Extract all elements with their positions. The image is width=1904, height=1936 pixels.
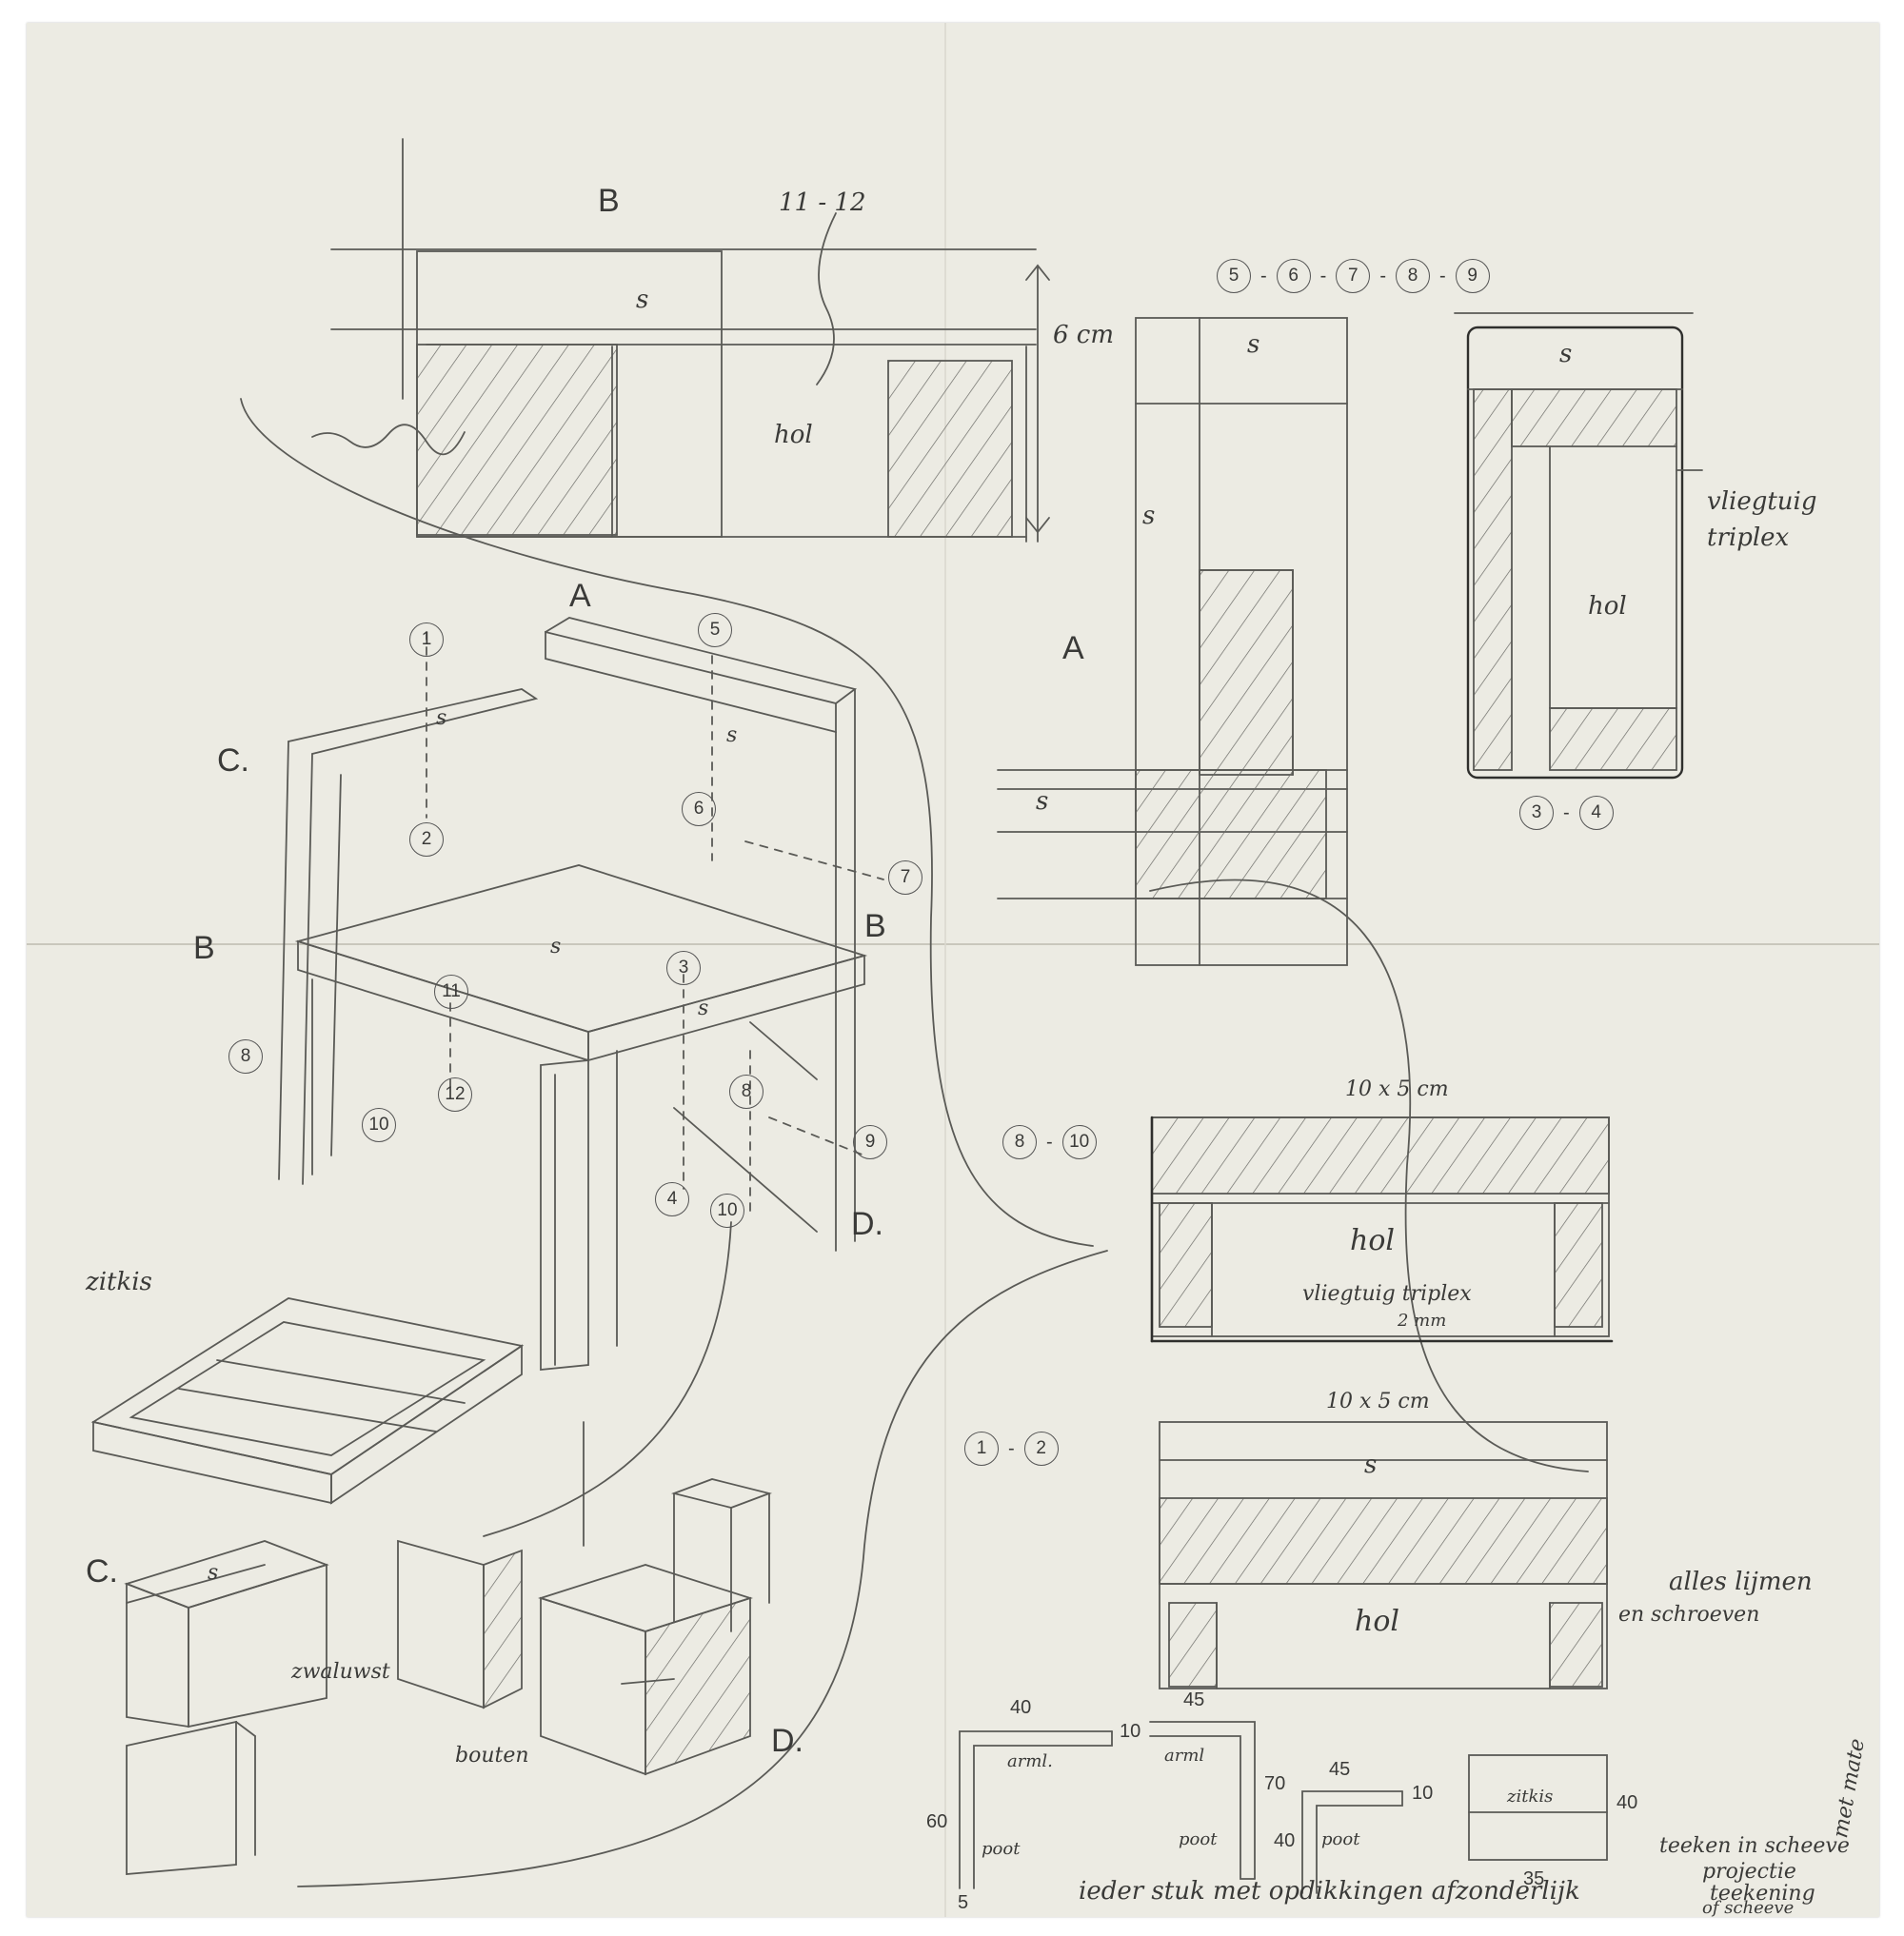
chair-num-9: 9 bbox=[853, 1125, 887, 1159]
label-prof3-10: 10 bbox=[1412, 1783, 1434, 1804]
label-en-schroeven: en schroeven bbox=[1618, 1603, 1760, 1627]
chair-num-10a: 10 bbox=[362, 1108, 396, 1142]
paper-sheet: B 11 - 12 s hol 6 cm 5 - 6 - 7 - 8 - 9 s… bbox=[27, 23, 1879, 1917]
c-joint-block bbox=[124, 1540, 329, 1875]
chair-num-12: 12 bbox=[438, 1077, 472, 1112]
label-prof1-poot: poot bbox=[982, 1839, 1021, 1859]
label-prof1-5: 5 bbox=[958, 1892, 969, 1913]
label-prof1-arml: arml. bbox=[1007, 1751, 1053, 1771]
label-10x5-1: 10 x 5 cm bbox=[1345, 1077, 1449, 1101]
profile-drawings bbox=[959, 1721, 1608, 1894]
chair-num-10b: 10 bbox=[710, 1194, 744, 1228]
label-prof4-35: 35 bbox=[1523, 1868, 1545, 1889]
label-chair-c: C. bbox=[217, 742, 249, 779]
label-s-section: s bbox=[1036, 787, 1049, 816]
label-hol: hol bbox=[774, 421, 813, 449]
label-s-col1: s bbox=[1247, 330, 1260, 359]
label-chair-s1: s bbox=[436, 706, 447, 730]
chair-num-2: 2 bbox=[409, 822, 444, 857]
label-s-c-bottom: s bbox=[208, 1561, 219, 1585]
label-chair-s4: s bbox=[698, 997, 709, 1020]
label-hol-right: hol bbox=[1588, 592, 1627, 621]
d-joint-block bbox=[397, 1478, 773, 1776]
label-prof2-45: 45 bbox=[1183, 1689, 1205, 1710]
side-note-4: of scheeve bbox=[1702, 1898, 1795, 1918]
chair-num-8a: 8 bbox=[228, 1039, 263, 1074]
label-prof2-70: 70 bbox=[1264, 1773, 1286, 1794]
label-vliegtuig-2: vliegtuig triplex bbox=[1302, 1282, 1472, 1306]
label-prof3-45: 45 bbox=[1329, 1759, 1351, 1780]
label-prof1-60: 60 bbox=[926, 1811, 948, 1832]
label-prof2-poot: poot bbox=[1179, 1829, 1218, 1849]
label-b-top: B bbox=[598, 183, 620, 219]
label-prof3-40: 40 bbox=[1274, 1830, 1296, 1851]
label-10x5-2: 10 x 5 cm bbox=[1326, 1390, 1430, 1413]
chair-num-11: 11 bbox=[434, 975, 468, 1009]
label-c-bottom: C. bbox=[86, 1553, 118, 1590]
section-b-top bbox=[311, 138, 1037, 543]
label-s-right: s bbox=[1559, 340, 1573, 368]
chair-num-5: 5 bbox=[698, 613, 732, 647]
label-zitkis: zitkis bbox=[86, 1268, 152, 1296]
chair-num-3: 3 bbox=[666, 951, 701, 985]
label-chair-s3: s bbox=[550, 935, 562, 958]
chair-num-1: 1 bbox=[409, 622, 444, 657]
label-hol-low: hol bbox=[1355, 1605, 1399, 1638]
label-prof4-40: 40 bbox=[1616, 1792, 1638, 1813]
ref-5-9: 5 - 6 - 7 - 8 - 9 bbox=[1217, 259, 1490, 293]
label-11-12: 11 - 12 bbox=[779, 188, 866, 217]
ref-3-4: 3 - 4 bbox=[1519, 796, 1614, 830]
label-a-section: A bbox=[1062, 630, 1084, 666]
label-bouten: bouten bbox=[455, 1744, 529, 1768]
chair-num-6: 6 bbox=[682, 792, 716, 826]
label-alles-lijmen: alles lijmen bbox=[1669, 1568, 1813, 1596]
pencil-drawing bbox=[27, 23, 1879, 1917]
chair-num-4: 4 bbox=[655, 1182, 689, 1216]
section-8-10-box bbox=[1150, 1116, 1614, 1343]
label-s-low: s bbox=[1364, 1451, 1378, 1479]
label-prof2-10: 10 bbox=[1120, 1721, 1141, 1742]
side-note-3: teekening bbox=[1710, 1882, 1815, 1906]
section-a-vertical bbox=[997, 264, 1348, 966]
label-zwaluwst: zwaluwst bbox=[291, 1660, 390, 1684]
label-hol-mid: hol bbox=[1350, 1224, 1395, 1257]
bottom-note: ieder stuk met opdikkingen afzonderlijk bbox=[1079, 1877, 1580, 1906]
label-prof2-arml: arml bbox=[1164, 1746, 1205, 1766]
section-3-4-box bbox=[1454, 312, 1703, 780]
side-note-2: projectie bbox=[1702, 1860, 1796, 1884]
label-prof4-zitkis: zitkis bbox=[1507, 1787, 1554, 1807]
label-chair-s2: s bbox=[726, 723, 738, 747]
side-note-1: teeken in scheeve bbox=[1659, 1834, 1850, 1858]
label-6cm: 6 cm bbox=[1053, 321, 1115, 349]
label-s: s bbox=[636, 286, 649, 314]
label-prof3-poot: poot bbox=[1321, 1829, 1360, 1849]
label-chair-a: A bbox=[569, 578, 591, 614]
label-chair-b-right: B bbox=[864, 908, 886, 944]
label-chair-b-left: B bbox=[193, 930, 215, 966]
ref-8-10: 8 - 10 bbox=[1002, 1125, 1097, 1159]
label-s-col2: s bbox=[1142, 502, 1156, 530]
label-triplex-1: triplex bbox=[1707, 524, 1790, 552]
section-1-2-box bbox=[1159, 1421, 1608, 1689]
label-vliegtuig-1: vliegtuig bbox=[1707, 487, 1817, 516]
ref-1-2: 1 - 2 bbox=[964, 1432, 1059, 1466]
chair-num-8b: 8 bbox=[729, 1075, 764, 1109]
label-prof1-40: 40 bbox=[1010, 1697, 1032, 1718]
label-d-bottom: D. bbox=[771, 1723, 803, 1759]
zitkis-tray bbox=[90, 1297, 525, 1505]
chair-perspective bbox=[278, 617, 884, 1371]
chair-num-7: 7 bbox=[888, 860, 922, 895]
label-2mm: 2 mm bbox=[1398, 1311, 1447, 1331]
label-chair-d: D. bbox=[851, 1206, 883, 1242]
